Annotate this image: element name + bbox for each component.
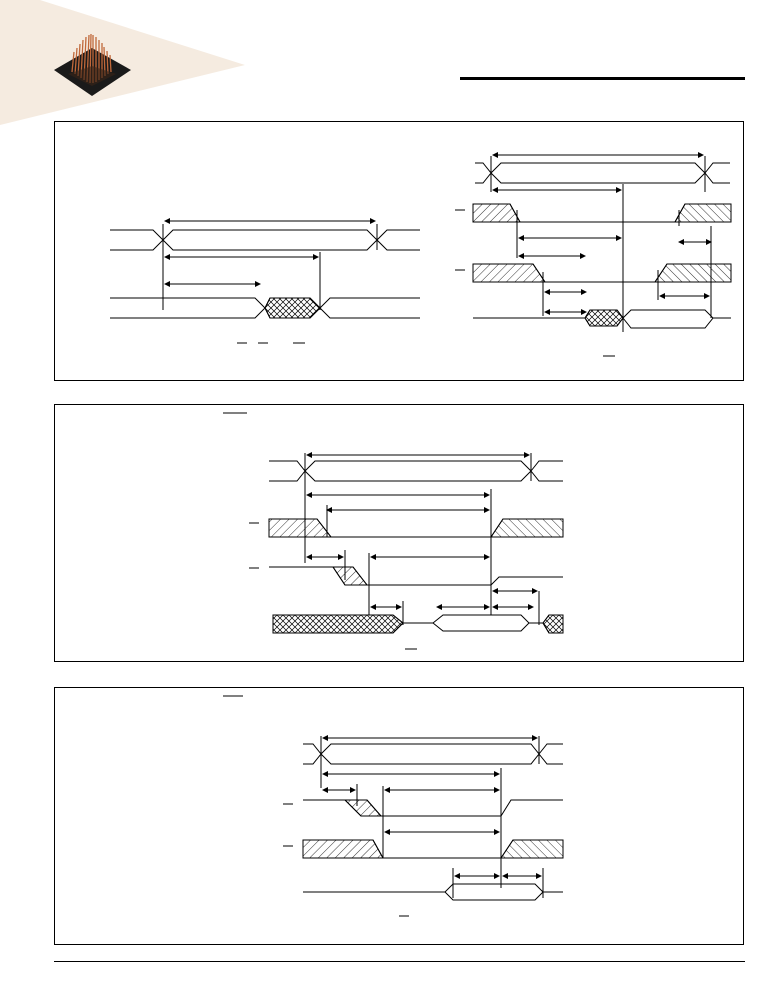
data-in-waveform	[303, 883, 563, 901]
timing-diagram-2	[54, 404, 744, 662]
timing-diagram-1-svg	[110, 152, 732, 357]
address-waveform	[110, 229, 420, 251]
write-cycle-we-controlled	[223, 412, 564, 650]
read-cycle-oe-controlled	[455, 152, 732, 357]
company-logo-icon	[54, 33, 131, 96]
header-rule	[460, 77, 745, 80]
address-waveform-2	[475, 162, 730, 184]
write-cycle-cs-controlled	[223, 695, 564, 917]
corner-wedge	[0, 0, 245, 125]
footer-rule	[54, 961, 745, 962]
timing-diagram-1	[54, 121, 744, 381]
read-cycle-address-controlled	[110, 218, 420, 344]
cs-waveform-4	[303, 799, 563, 817]
timing-diagram-2-svg	[223, 412, 564, 650]
address-waveform-4	[303, 743, 563, 765]
wedge-shape	[0, 0, 245, 125]
timing-diagram-3	[54, 687, 744, 945]
address-waveform-3	[269, 460, 563, 482]
we-waveform	[269, 566, 563, 586]
timing-diagram-3-svg	[223, 695, 564, 917]
